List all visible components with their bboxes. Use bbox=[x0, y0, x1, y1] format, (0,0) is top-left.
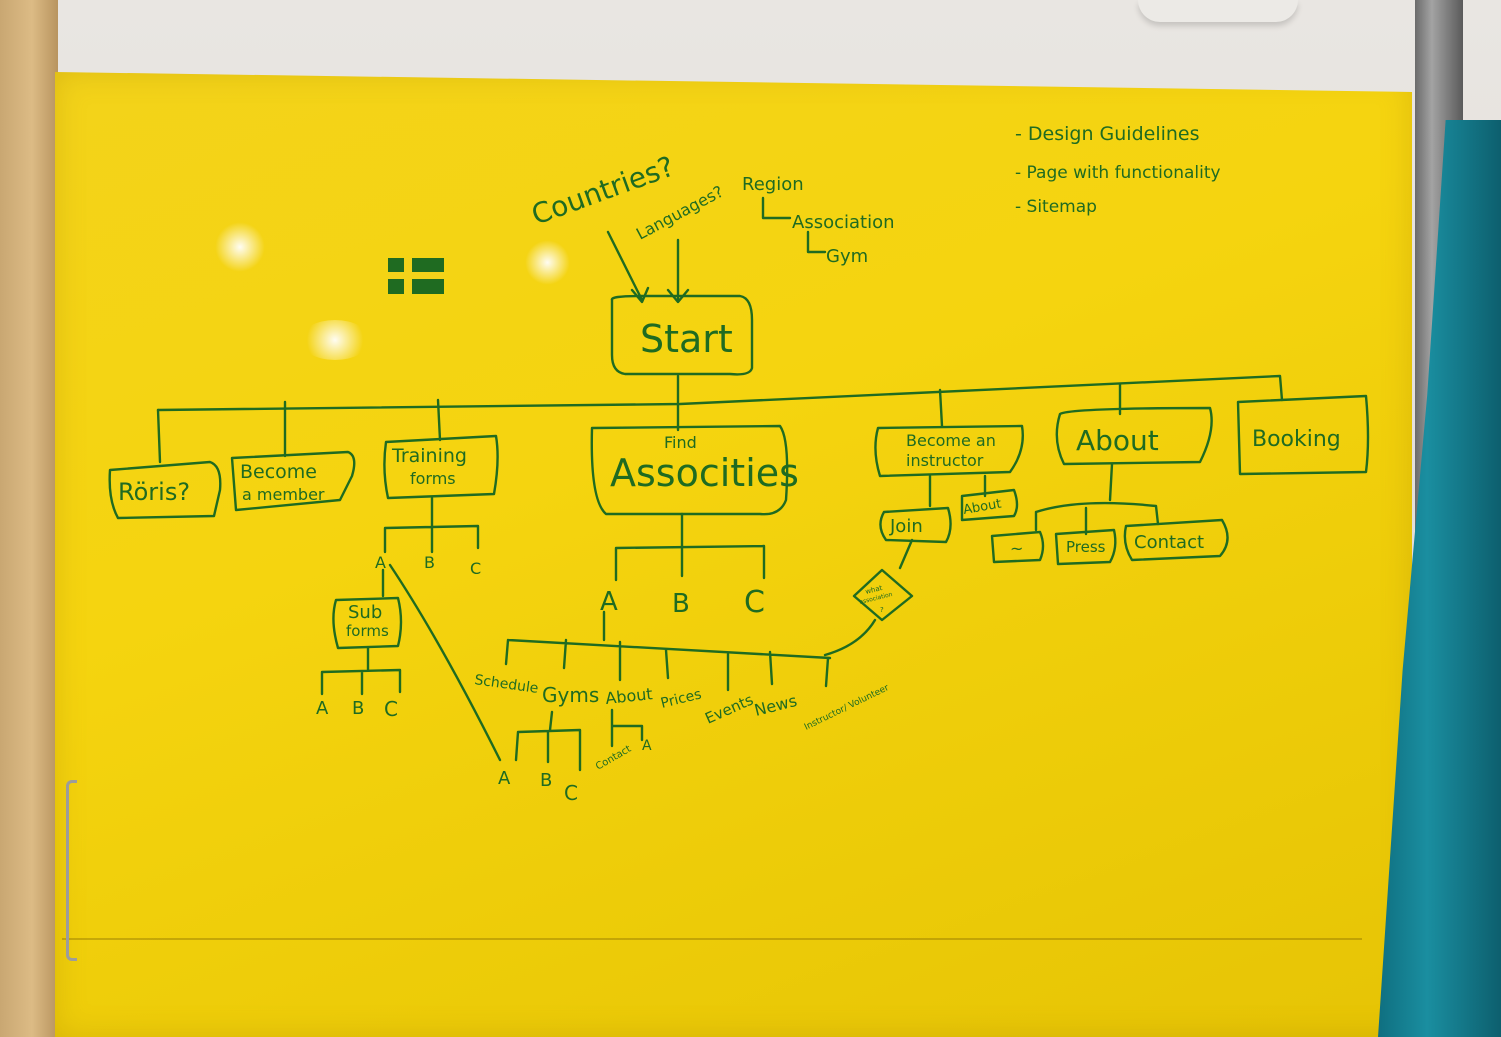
training-forms-box bbox=[383, 434, 499, 500]
roris-box bbox=[108, 460, 222, 520]
contact-sub-label: Contact bbox=[594, 744, 633, 773]
note-design: - Design Guidelines bbox=[1015, 123, 1200, 145]
about-sub-a: A bbox=[642, 738, 652, 754]
gym-label: Gym bbox=[826, 246, 868, 267]
contact-box bbox=[1123, 518, 1229, 562]
tilde-label: ~ bbox=[1010, 539, 1023, 558]
start-label: Start bbox=[640, 317, 733, 361]
training-c: C bbox=[470, 559, 481, 578]
gyms-b: B bbox=[540, 770, 552, 791]
cabinet-handle bbox=[66, 780, 77, 961]
arrow bbox=[606, 230, 650, 304]
news-label: News bbox=[752, 691, 799, 720]
become-instructor-label-2: instructor bbox=[906, 451, 984, 470]
about-sub-label: About bbox=[604, 684, 653, 708]
region-label: Region bbox=[742, 174, 804, 195]
find-associations-box bbox=[590, 424, 789, 516]
sub-b: B bbox=[352, 698, 364, 719]
start-box bbox=[610, 294, 754, 376]
gyms-a: A bbox=[498, 768, 511, 789]
gyms-c: C bbox=[564, 781, 578, 805]
sub-a: A bbox=[316, 698, 329, 719]
association-label: Association bbox=[792, 212, 895, 233]
about-box bbox=[1055, 406, 1213, 466]
press-box bbox=[1054, 528, 1117, 566]
sub-forms-box bbox=[332, 596, 403, 650]
booking-box bbox=[1236, 394, 1370, 476]
tilde-box bbox=[990, 530, 1045, 564]
forms-label: forms bbox=[346, 622, 389, 640]
join-box bbox=[879, 506, 952, 544]
what-association-diamond bbox=[852, 568, 914, 622]
assoc-c: C bbox=[744, 585, 765, 620]
become-label-2: a member bbox=[242, 485, 325, 504]
instructor-about-label: About bbox=[962, 496, 1002, 517]
what-label-3: ? bbox=[880, 606, 884, 614]
prices-label: Prices bbox=[659, 686, 703, 712]
about-label: About bbox=[1076, 424, 1159, 457]
note-page: - Page with functionality bbox=[1015, 163, 1221, 183]
instructor-about-box bbox=[960, 488, 1019, 522]
sub-label: Sub bbox=[348, 602, 382, 623]
contact-label: Contact bbox=[1134, 532, 1204, 553]
light-glare bbox=[525, 240, 570, 285]
note-sitemap: - Sitemap bbox=[1015, 197, 1097, 217]
wood-cabinet bbox=[0, 0, 58, 1037]
associations-label: Associties bbox=[610, 451, 799, 495]
events-label: Events bbox=[702, 690, 756, 727]
sub-c: C bbox=[384, 697, 398, 721]
wall-lamp bbox=[1138, 0, 1298, 22]
gyms-label: Gyms bbox=[542, 683, 599, 707]
become-instructor-label-1: Become an bbox=[906, 431, 996, 450]
become-member-box bbox=[230, 450, 356, 512]
roris-label: Röris? bbox=[118, 478, 190, 506]
yellow-whiteboard bbox=[55, 72, 1412, 1037]
join-label: Join bbox=[889, 516, 923, 537]
training-label-1: Training bbox=[391, 445, 467, 467]
light-glare bbox=[215, 222, 265, 272]
schedule-label: Schedule bbox=[473, 672, 539, 697]
assoc-a: A bbox=[600, 587, 618, 617]
become-instructor-box bbox=[874, 424, 1024, 478]
arrow bbox=[666, 238, 690, 304]
training-a: A bbox=[375, 553, 386, 572]
booking-label: Booking bbox=[1252, 427, 1341, 452]
become-label-1: Become bbox=[240, 461, 317, 483]
training-b: B bbox=[424, 553, 435, 572]
what-label: what bbox=[865, 584, 884, 596]
board-seam bbox=[62, 938, 1362, 940]
press-label: Press bbox=[1066, 538, 1106, 556]
instructor-volunteer-label: Instructor/ Volunteer bbox=[803, 683, 891, 733]
training-label-2: forms bbox=[410, 469, 456, 488]
light-glare bbox=[300, 320, 370, 360]
assoc-b: B bbox=[672, 589, 690, 619]
find-label: Find bbox=[664, 433, 697, 452]
